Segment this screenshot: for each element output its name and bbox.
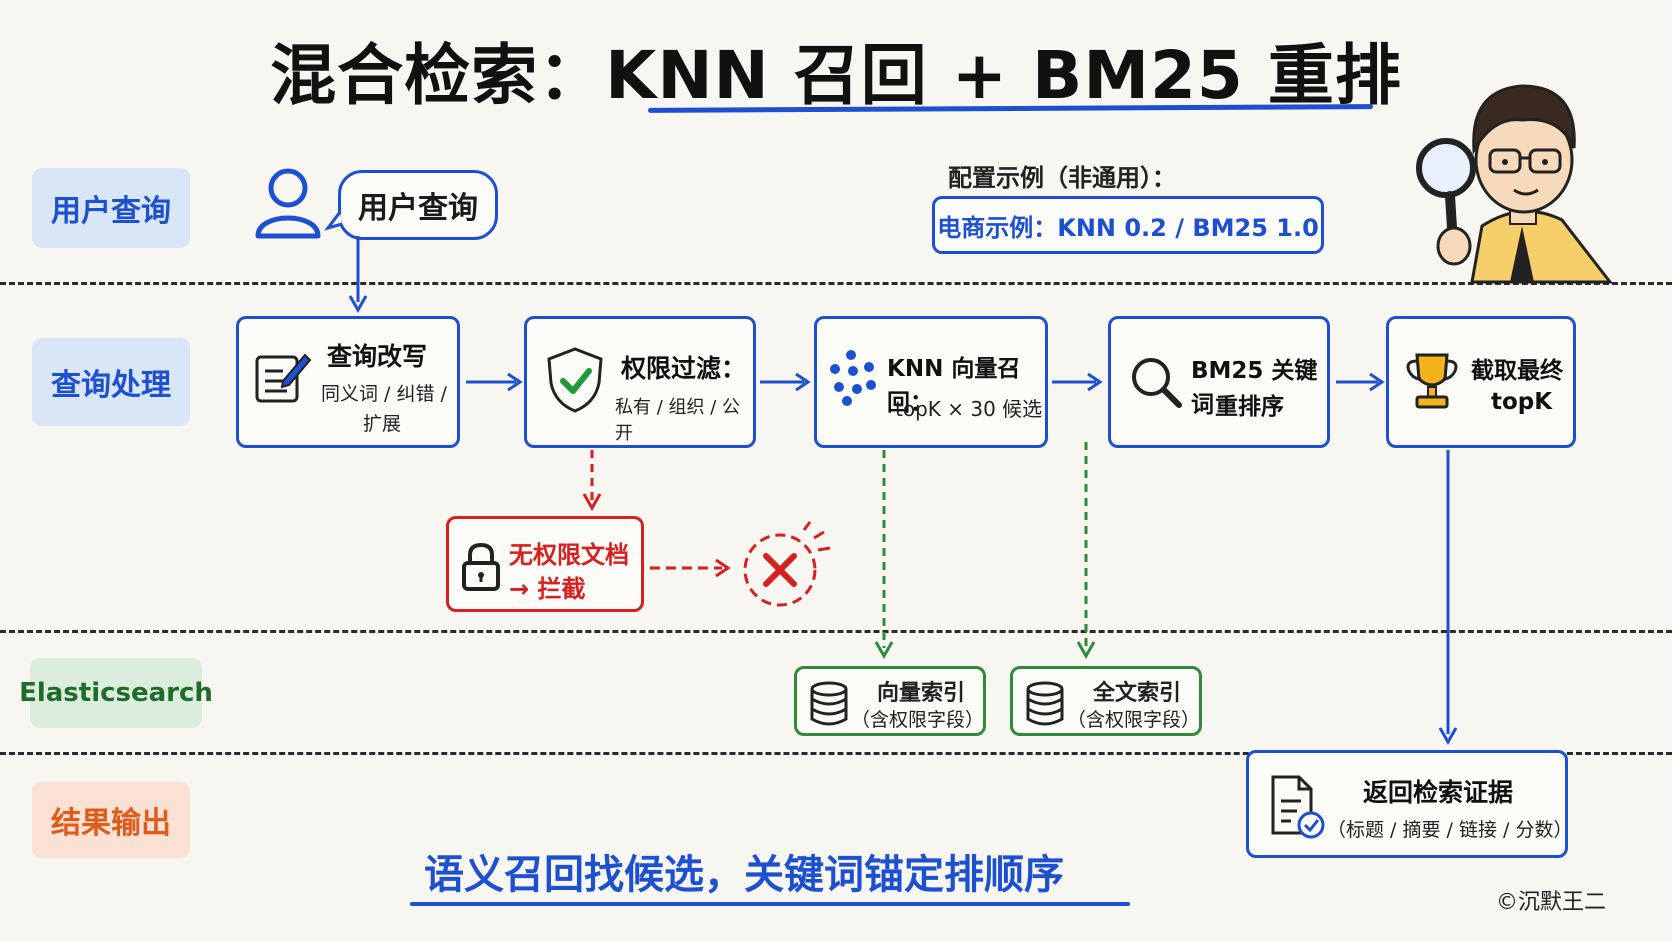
- bubble-tail: [324, 210, 346, 232]
- step-knn-recall: KNN 向量召回： topK × 30 候选: [814, 316, 1048, 448]
- result-evidence: 返回检索证据 （标题 / 摘要 / 链接 / 分数）: [1246, 750, 1573, 858]
- step-detail: 私有 / 组织 / 公开: [615, 397, 741, 444]
- document-check-icon: [1267, 773, 1327, 845]
- step-detail: 重排序: [1215, 394, 1284, 420]
- index-detail: （含权限字段）: [851, 709, 985, 731]
- arrow-knn-index: [874, 450, 894, 660]
- lane-label-output: 结果输出: [32, 782, 190, 858]
- config-example: 电商示例：KNN 0.2 / BM25 1.0: [932, 196, 1324, 254]
- trophy-icon: [1403, 351, 1461, 417]
- result-title: 返回检索证据: [1363, 778, 1514, 807]
- lane-label-processing: 查询处理: [32, 338, 190, 426]
- database-icon: [809, 681, 849, 731]
- shield-check-icon: [545, 345, 605, 419]
- x-circle-icon: [740, 520, 840, 624]
- config-label: 配置示例（非通用）：: [948, 164, 1176, 192]
- step-detail: 扩展: [363, 413, 402, 435]
- lane-divider: [0, 630, 1672, 633]
- arrow-right: [1052, 372, 1103, 392]
- step-detail: topK: [1491, 389, 1553, 415]
- step-title: 权限过滤：: [621, 354, 747, 383]
- arrow-right: [760, 372, 811, 392]
- slogan-underline: [410, 902, 1130, 906]
- lane-label-query: 用户查询: [32, 168, 190, 248]
- fulltext-index: 全文索引 （含权限字段）: [1010, 666, 1202, 736]
- blocked-documents: 无权限文档 → 拦截: [446, 516, 644, 612]
- arrow-blocked: [582, 450, 602, 512]
- step-query-rewrite: 查询改写 同义词 / 纠错 / 扩展: [236, 316, 460, 448]
- step-final-topk: 截取最终 topK: [1386, 316, 1576, 448]
- database-icon: [1025, 681, 1065, 731]
- arrow-right: [1336, 372, 1385, 392]
- arrow-right: [466, 372, 523, 392]
- slogan: 语义召回找候选，关键词锚定排顺序: [424, 852, 1064, 898]
- step-title: BM25 关键词: [1191, 358, 1318, 418]
- step-detail: topK × 30 候选: [895, 397, 1043, 421]
- vector-index: 向量索引 （含权限字段）: [794, 666, 986, 736]
- vector-dots-icon: [827, 347, 877, 411]
- step-title: 查询改写: [327, 342, 428, 371]
- detective-illustration: [1410, 50, 1630, 284]
- step-title: 截取最终: [1471, 358, 1563, 384]
- step-permission-filter: 权限过滤： 私有 / 组织 / 公开: [524, 316, 756, 448]
- lock-icon: [461, 541, 501, 597]
- user-query-bubble: 用户查询: [338, 170, 498, 240]
- user-icon: [252, 166, 324, 240]
- step-detail: 同义词 / 纠错 /: [321, 383, 447, 405]
- magnifier-icon: [1127, 353, 1185, 415]
- result-detail: （标题 / 摘要 / 链接 / 分数）: [1327, 819, 1573, 841]
- page-title: 混合检索：KNN 召回 + BM25 重排: [270, 37, 1402, 114]
- arrow-to-result: [1438, 450, 1458, 746]
- step-bm25-rerank: BM25 关键词 重排序: [1108, 316, 1330, 448]
- lane-divider: [0, 282, 1672, 285]
- step-title: KNN 向量召回：: [887, 356, 1021, 416]
- index-detail: （含权限字段）: [1067, 709, 1201, 731]
- blocked-label: → 拦截: [509, 575, 586, 603]
- arrow-down: [348, 236, 368, 314]
- index-title: 全文索引: [1093, 681, 1182, 706]
- index-title: 向量索引: [877, 681, 966, 706]
- lane-label-elasticsearch: Elasticsearch: [19, 658, 213, 728]
- edit-document-icon: [253, 347, 312, 409]
- lane-divider: [0, 752, 1672, 755]
- arrow-bm25-index: [1076, 442, 1096, 660]
- credit: ©沉默王二: [1496, 890, 1607, 915]
- arrow-reject: [650, 558, 731, 578]
- blocked-label: 无权限文档: [509, 541, 629, 569]
